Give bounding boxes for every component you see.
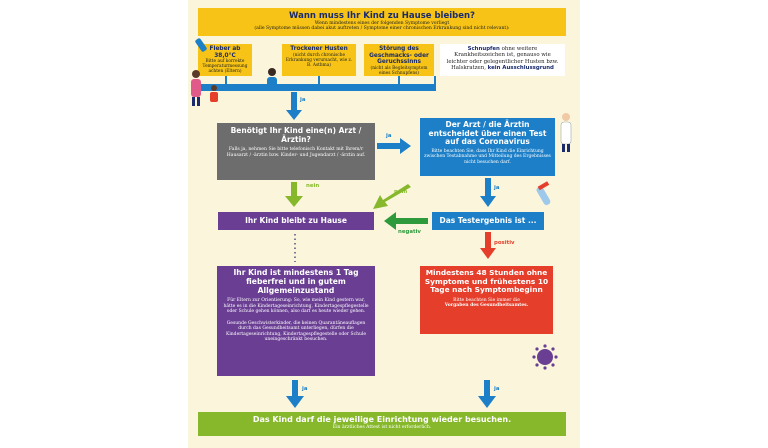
fever-free-text-1: Für Eltern zur Orientierung: So, wie mei…: [223, 298, 369, 315]
symptom-fever-title: Fieber ab 38,0°C: [209, 46, 241, 59]
arrow-question-to-home: [285, 182, 303, 207]
exception-bold: kein Ausschlussgrund: [487, 65, 554, 72]
parent-child-figure: [191, 70, 218, 106]
arrow-test-to-home: [384, 212, 428, 230]
doctor-decides-title: Der Arzt / die Ärztin entscheidet über e…: [428, 120, 547, 147]
thermometer-icon: [195, 38, 207, 52]
label-ja-5: ja: [494, 386, 500, 392]
header-line-2: (alle Symptome müssen dabei akut auftret…: [254, 26, 510, 32]
header-line-1: Wenn mindestens eines der folgenden Symp…: [314, 21, 450, 26]
doctor-decides-text: Bitte beachten Sie, dass Ihr Kind die Ei…: [424, 148, 551, 165]
label-nein-2: nein: [394, 189, 408, 195]
doctor-question-text: Falls ja, nehmen Sie bitte telefonisch K…: [226, 147, 366, 158]
label-positiv: positiv: [494, 240, 515, 246]
label-nein-1: nein: [306, 183, 320, 189]
symptom-connector-tick-2: [318, 76, 320, 86]
positive-text: Bitte beachten Sie immer die: [453, 297, 520, 303]
symptom-fever-box: Fieber ab 38,0°C Bitte auf korrekte Temp…: [198, 44, 252, 76]
symptom-cough-title: Trockener Husten: [290, 46, 348, 52]
exception-middle: ohne weitere Krankheitszeichen ist, gena…: [446, 46, 559, 72]
label-negativ: negativ: [398, 229, 421, 235]
virus-icon: [532, 344, 558, 370]
symptom-fever-desc: Bitte auf korrekte Temperaturmessung ach…: [202, 59, 248, 75]
arrow-doctor-to-test: [480, 178, 496, 207]
label-ja-4: ja: [302, 386, 308, 392]
arrow-question-to-doctor: [377, 138, 411, 154]
symptom-smell-desc: (nicht als Begleitsymptom eines Schnupfe…: [370, 65, 428, 76]
symptom-connector-tick-3: [398, 76, 400, 86]
fever-free-box: Ihr Kind ist mindestens 1 Tag fieberfrei…: [217, 266, 375, 376]
doctor-question-box: Benötigt Ihr Kind eine(n) Arzt / Ärztin?…: [217, 123, 375, 180]
header-box: Wann muss Ihr Kind zu Hause bleiben? Wen…: [198, 8, 566, 36]
stay-home-box: Ihr Kind bleibt zu Hause: [218, 212, 374, 230]
final-note: Ein ärztliches Attest ist nicht erforder…: [332, 425, 432, 430]
label-ja-1: ja: [300, 97, 306, 103]
label-ja-3: ja: [494, 185, 500, 191]
symptom-smell-box: Störung des Geschmacks- oder Geruchssinn…: [364, 44, 434, 76]
symptom-connector-bar: [198, 84, 436, 91]
final-result-box: Das Kind darf die jeweilige Einrichtung …: [198, 412, 566, 436]
page-title: Wann muss Ihr Kind zu Hause bleiben?: [289, 11, 475, 21]
test-result-box: Das Testergebnis ist ...: [432, 212, 544, 230]
symptom-connector-tick-1: [225, 76, 227, 86]
doctor-question-title: Benötigt Ihr Kind eine(n) Arzt / Ärztin?: [230, 126, 362, 144]
test-tube-icon: [536, 181, 551, 206]
final-title: Das Kind darf die jeweilige Einrichtung …: [252, 415, 512, 424]
arrow-test-to-positive: [480, 232, 496, 259]
symptom-cough-box: Trockener Husten (nicht durch chronische…: [282, 44, 356, 76]
symptom-cough-desc: (nicht durch chronische Erkrankung verur…: [285, 52, 353, 68]
symptom-smell-title: Störung des Geschmacks- oder Geruchssinn…: [369, 46, 429, 66]
arrow-bar-to-question: [286, 92, 302, 120]
positive-title: Mindestens 48 Stunden ohne Symptome und …: [424, 268, 549, 295]
fever-free-title: Ihr Kind ist mindestens 1 Tag fieberfrei…: [233, 268, 359, 295]
doctor-decides-box: Der Arzt / die Ärztin entscheidet über e…: [420, 118, 555, 176]
coughing-child-figure: [267, 68, 277, 87]
arrow-doctor-to-home: [373, 184, 411, 209]
exception-note: Schnupfen ohne weitere Krankheitszeichen…: [440, 44, 565, 76]
label-ja-2: ja: [386, 133, 392, 139]
positive-result-box: Mindestens 48 Stunden ohne Symptome und …: [420, 266, 553, 334]
fever-free-text-2: Gesunde Geschwisterkinder, die keinen Qu…: [225, 320, 366, 343]
exception-prefix: Schnupfen: [467, 46, 500, 52]
symptom-connector-right: [434, 76, 436, 91]
arrow-positive-to-final: [478, 380, 496, 408]
arrow-feverfree-to-final: [286, 380, 304, 408]
doctor-figure: [560, 113, 572, 152]
positive-bold: Vorgaben des Gesundheitsamtes.: [444, 303, 529, 309]
